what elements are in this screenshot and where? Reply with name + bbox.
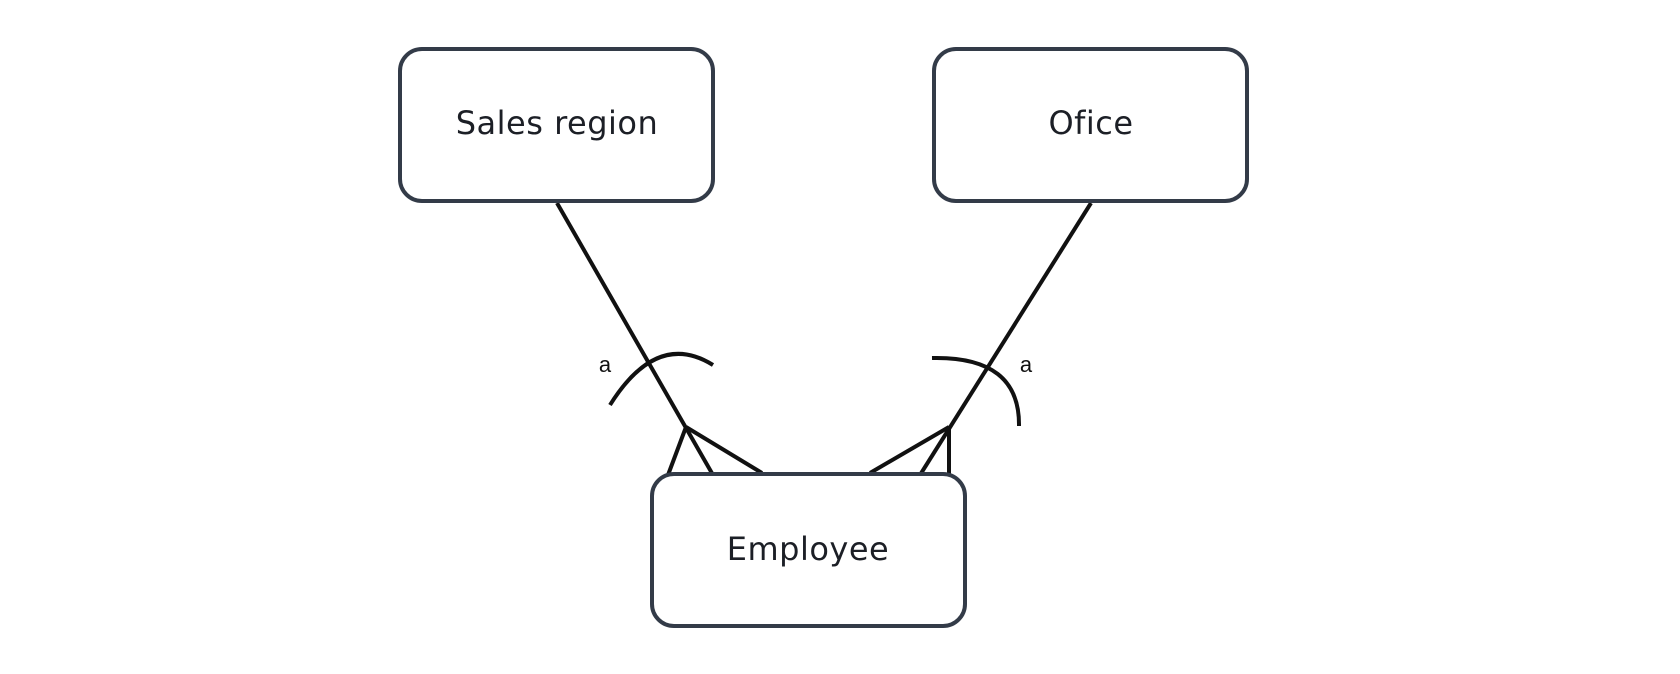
entity-label-employee: Employee (727, 530, 889, 568)
entity-box (650, 472, 967, 628)
constraint-label-left: a (599, 352, 612, 377)
constraint-arc-right (931, 355, 1022, 427)
entity-box (398, 47, 715, 203)
crows-foot-left-prong-inner (684, 425, 764, 475)
relationship-line-right (918, 201, 1093, 477)
entity-label-sales-region: Sales region (456, 104, 659, 142)
entity-label-office: Ofice (1048, 104, 1133, 142)
constraint-arc-left (608, 351, 715, 407)
entity-sales-region[interactable]: Sales region (398, 47, 715, 203)
relationship-sales-region-employee (555, 202, 764, 476)
entity-employee[interactable]: Employee (650, 472, 967, 628)
relationship-office-employee (868, 201, 1093, 477)
crows-foot-right-prong-inner (868, 425, 951, 475)
relationship-line-left (555, 202, 715, 476)
crows-foot-left-prong-outer (666, 426, 688, 476)
constraint-label-right: a (1020, 352, 1033, 377)
entity-box (932, 47, 1249, 203)
entity-office[interactable]: Ofice (932, 47, 1249, 203)
